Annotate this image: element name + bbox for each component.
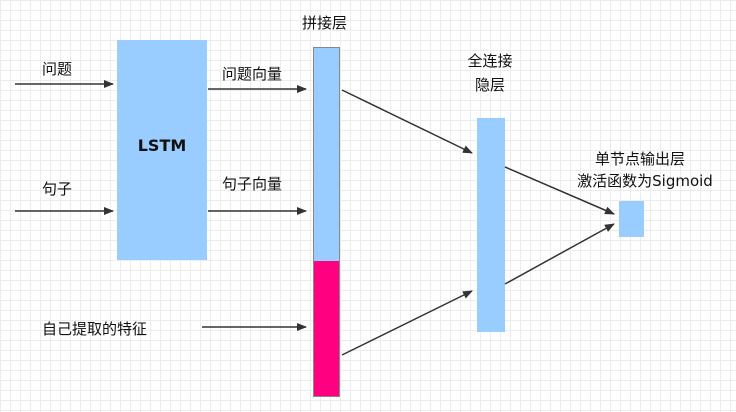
output-label-line2: 激活函数为Sigmoid [577,172,713,190]
question-label: 问题 [42,60,73,78]
hidden-to-output-upper-arrow [504,166,615,215]
hidden-to-output-lower-arrow [504,223,615,285]
sentence-vector-label: 句子向量 [222,175,283,193]
output-label-line1: 单节点输出层 [594,150,685,168]
concat-to-hidden-lower-arrow [341,290,473,356]
lstm-label: LSTM [137,136,187,155]
concat-layer-label: 拼接层 [302,14,348,32]
question-vector-label: 问题向量 [222,65,283,83]
hidden-layer-label-line2: 隐层 [474,76,505,94]
concat-to-hidden-upper-arrow [341,89,473,154]
features-label: 自己提取的特征 [42,320,148,338]
sentence-label: 句子 [42,180,73,198]
lstm-block [117,40,207,260]
output-node [619,201,644,237]
feature-segment [314,261,339,396]
hidden-layer-block [477,118,505,332]
hidden-layer-label-line1: 全连接 [467,52,513,70]
